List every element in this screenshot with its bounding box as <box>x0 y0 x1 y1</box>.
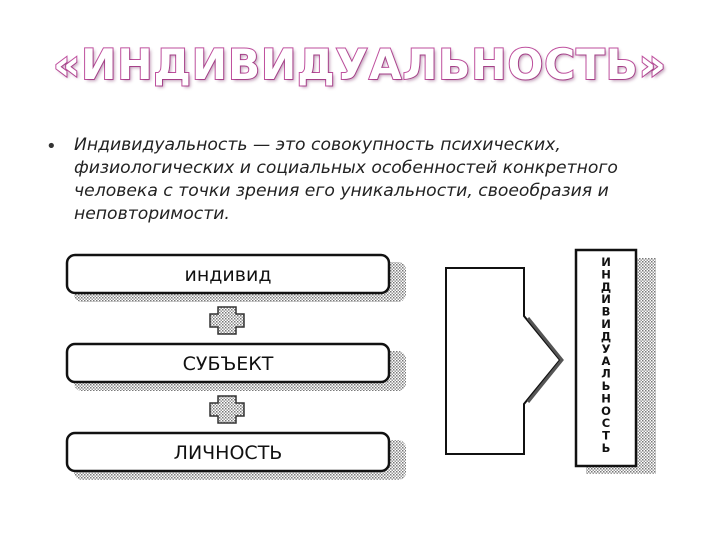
box-lichnost-label: ЛИЧНОСТЬ <box>174 442 283 464</box>
vertical-letter: Н <box>601 391 611 405</box>
vertical-letter: И <box>601 292 611 306</box>
bullet-dot: • <box>46 136 57 157</box>
box-individ-label: индивид <box>185 264 272 286</box>
vertical-letter: У <box>602 342 611 356</box>
vertical-letter: А <box>602 354 611 368</box>
vertical-letter: И <box>601 255 611 269</box>
vertical-letter: Ь <box>602 379 611 393</box>
box-individuality-vertical: ИНДИВИДУАЛЬНОСТЬ <box>574 248 656 474</box>
slide-title: «ИНДИВИДУАЛЬНОСТЬ» <box>52 39 667 90</box>
box-subject: СУБЪЕКТ <box>65 342 406 391</box>
vertical-letter: Т <box>602 429 610 443</box>
arrow-right-icon <box>445 267 564 455</box>
vertical-letter: Ь <box>602 441 611 455</box>
vertical-letters: ИНДИВИДУАЛЬНОСТЬ <box>601 255 611 455</box>
box-subject-label: СУБЪЕКТ <box>183 353 274 375</box>
vertical-letter: О <box>601 404 611 418</box>
vertical-letter: С <box>602 416 610 430</box>
vertical-letter: Л <box>601 367 611 381</box>
vertical-letter: В <box>602 305 611 319</box>
vertical-letter: Д <box>601 280 611 294</box>
definition-bullet: • Индивидуальность — это совокупность пс… <box>46 134 686 226</box>
box-individ: индивид <box>65 253 406 302</box>
vertical-letter: Д <box>601 329 611 343</box>
connector-plus-1 <box>209 306 245 335</box>
box-lichnost: ЛИЧНОСТЬ <box>65 431 406 480</box>
vertical-letter: Н <box>601 267 611 281</box>
definition-text: Индивидуальность — это совокупность псих… <box>74 135 618 224</box>
vertical-letter: И <box>601 317 611 331</box>
connector-plus-2 <box>209 395 245 424</box>
